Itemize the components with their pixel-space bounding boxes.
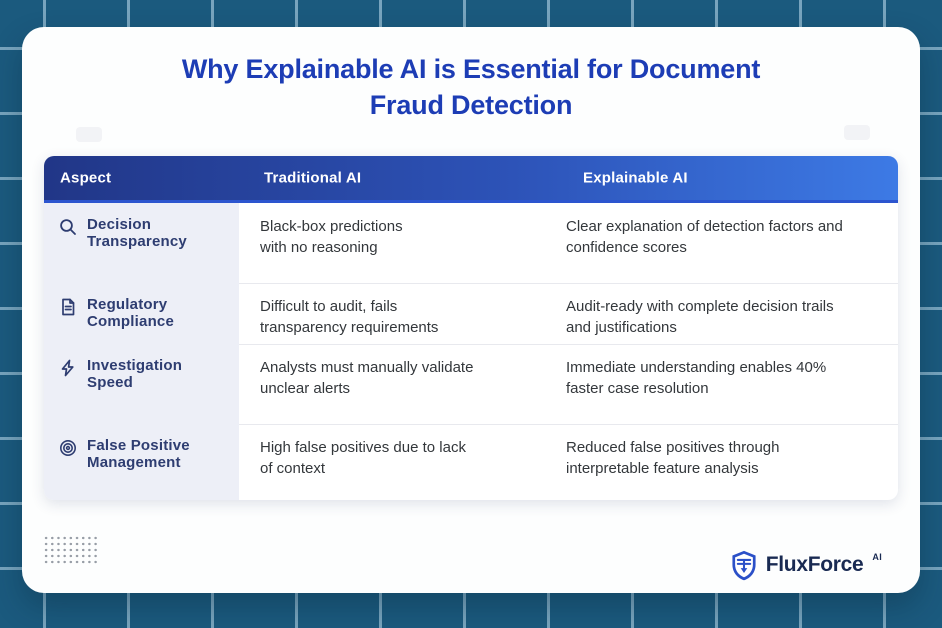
page-title-line2: Fraud Detection — [369, 90, 573, 120]
explainable-ai-cell: Reduced false positives through interpre… — [566, 439, 780, 477]
aspect-cell-false-positive-management: False Positive Management — [44, 424, 239, 500]
content-card: Why Explainable AI is Essential for Docu… — [22, 27, 920, 593]
lightning-icon — [58, 358, 78, 378]
table-header: Aspect Traditional AI Explainable AI — [44, 156, 898, 203]
table-row: False Positive Management High false pos… — [44, 424, 898, 500]
page-title-line1: Why Explainable AI is Essential for Docu… — [181, 54, 761, 84]
table-row: Investigation Speed Analysts must manual… — [44, 344, 898, 424]
row-divider — [239, 424, 898, 425]
row-divider — [239, 344, 898, 345]
brand-suffix: AI — [872, 552, 882, 562]
header-cell-explainable-ai: Explainable AI — [583, 169, 688, 187]
traditional-ai-cell: Analysts must manually validate unclear … — [260, 359, 474, 397]
aspect-cell-regulatory-compliance: Regulatory Compliance — [44, 283, 239, 344]
aspect-cell-decision-transparency: Decision Transparency — [44, 203, 239, 283]
row-divider — [239, 283, 898, 284]
aspect-label: False Positive Management — [87, 437, 190, 471]
decorative-square-left — [76, 127, 102, 142]
search-icon — [58, 217, 78, 237]
aspect-label: Decision Transparency — [87, 216, 187, 250]
table-row: Decision Transparency Black-box predicti… — [44, 203, 898, 283]
header-cell-traditional-ai: Traditional AI — [264, 169, 362, 187]
explainable-ai-cell: Clear explanation of detection factors a… — [566, 218, 843, 256]
page-title: Why Explainable AI is Essential for Docu… — [22, 51, 920, 123]
explainable-ai-cell: Immediate understanding enables 40% fast… — [566, 359, 827, 397]
aspect-label: Investigation Speed — [87, 357, 183, 391]
comparison-table: Aspect Traditional AI Explainable AI Dec… — [44, 156, 898, 500]
header-cell-aspect: Aspect — [60, 169, 112, 187]
fluxforce-logo: FluxForce AI — [730, 548, 882, 582]
table-row: Regulatory Compliance Difficult to audit… — [44, 283, 898, 344]
brand-name: FluxForce — [765, 553, 864, 576]
aspect-cell-investigation-speed: Investigation Speed — [44, 344, 239, 424]
traditional-ai-cell: Black-box predictions with no reasoning — [260, 218, 403, 256]
traditional-ai-cell: High false positives due to lack of cont… — [260, 439, 466, 477]
shield-icon — [730, 550, 758, 581]
dot-grid-decoration — [43, 535, 99, 566]
aspect-label: Regulatory Compliance — [87, 296, 175, 330]
traditional-ai-cell: Difficult to audit, fails transparency r… — [260, 298, 439, 336]
target-icon — [58, 438, 78, 458]
document-icon — [58, 297, 78, 317]
explainable-ai-cell: Audit-ready with complete decision trail… — [566, 298, 834, 336]
decorative-square-right — [844, 125, 870, 140]
